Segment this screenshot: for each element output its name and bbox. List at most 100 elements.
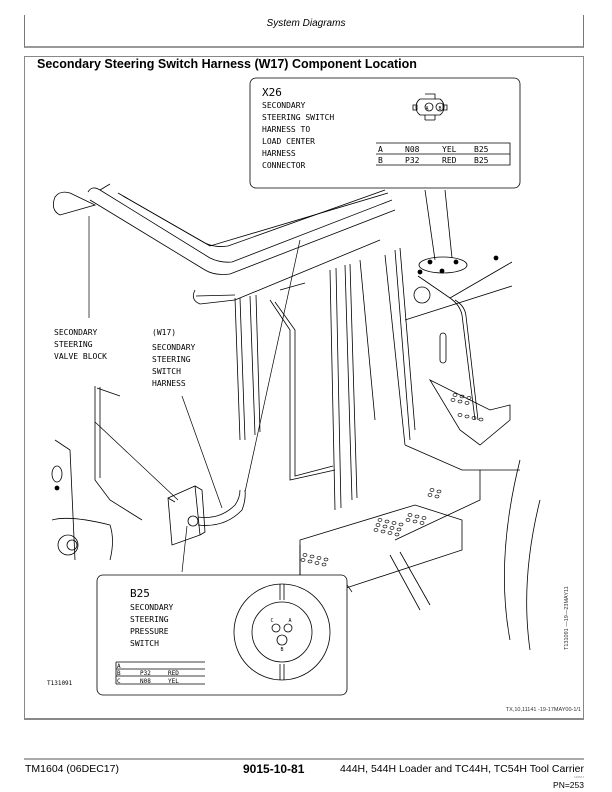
- leader-lines: [88, 216, 353, 593]
- step-dot: [429, 488, 435, 492]
- x26-pin-b: B: [438, 106, 441, 112]
- step-dot: [382, 524, 388, 529]
- step-dot: [427, 493, 433, 497]
- b25-pin-a: A: [288, 618, 291, 624]
- step-dot: [384, 519, 390, 524]
- step-dot: [321, 562, 327, 567]
- x26-line-6: CONNECTOR: [262, 161, 306, 170]
- cab-frame: [234, 247, 416, 511]
- x26-row: A N08 YEL B25: [378, 145, 489, 154]
- x26-row: B P32 RED B25: [378, 156, 489, 165]
- reference-code: TX,10,11141 -19-17MAY00-1/1: [505, 707, 581, 713]
- color: RED: [168, 670, 179, 677]
- color: YEL: [442, 145, 457, 154]
- b25-pin-c: C: [270, 618, 273, 624]
- step-dot: [302, 553, 308, 557]
- b25-row: B P32 RED: [117, 670, 179, 677]
- step-dot: [457, 399, 463, 404]
- wire: N08: [405, 145, 420, 154]
- step-dot: [464, 401, 470, 405]
- footer-pn: PN=253: [553, 780, 584, 790]
- step-dot: [375, 523, 381, 527]
- step-dot: [436, 489, 442, 494]
- label-line: (W17): [152, 328, 176, 337]
- x26-wire-table: A N08 YEL B25 B P32 RED B25: [378, 145, 489, 165]
- step-dot: [300, 558, 306, 562]
- harness-label: (W17) SECONDARY STEERING SWITCH HARNESS: [152, 328, 196, 388]
- x26-line-4: LOAD CENTER: [262, 137, 315, 146]
- footer-manual: TM1604 (06DEC17): [25, 763, 119, 775]
- x26-line-2: STEERING SWITCH: [262, 113, 334, 122]
- figure-id: T131091: [47, 680, 73, 687]
- step-dot: [419, 521, 425, 525]
- wire: N08: [140, 678, 151, 685]
- label-line: SWITCH: [130, 639, 159, 648]
- step-dot: [459, 394, 465, 399]
- exhaust-pipe: [404, 189, 513, 421]
- label-line: SWITCH: [152, 367, 181, 376]
- step-dots: [300, 393, 484, 567]
- step-dot: [307, 559, 313, 564]
- label-line: STEERING: [54, 340, 93, 349]
- step-dot: [394, 532, 400, 537]
- step-dot: [377, 518, 383, 522]
- figure-vertical-id: T131091 —19—23MAY11: [564, 586, 570, 650]
- step-dot: [373, 528, 379, 532]
- label-line: SECONDARY: [152, 343, 196, 352]
- label-line: STEERING: [130, 615, 169, 624]
- footer-rule: [24, 758, 584, 760]
- color: RED: [442, 156, 457, 165]
- header-frame: [24, 15, 584, 48]
- x26-callout-box: [249, 77, 521, 189]
- cab-roof: [52, 183, 396, 305]
- b25-pin-b: B: [280, 647, 283, 653]
- pin: A: [117, 663, 121, 670]
- pin: A: [378, 145, 383, 154]
- wire: P32: [405, 156, 420, 165]
- step-dot: [309, 554, 315, 559]
- x26-line-1: SECONDARY: [262, 101, 306, 110]
- step-dot: [405, 518, 411, 522]
- step-dot: [314, 561, 320, 565]
- header-title: System Diagrams: [266, 18, 346, 29]
- step-dot: [421, 516, 427, 520]
- b25-row: C N08 YEL: [117, 678, 179, 685]
- step-dot: [407, 513, 413, 517]
- label-line: HARNESS: [152, 379, 186, 388]
- valve-block-label: SECONDARY STEERING VALVE BLOCK: [54, 328, 107, 361]
- step-dot: [471, 416, 477, 420]
- step-dot: [380, 529, 386, 534]
- step-dot: [323, 557, 329, 562]
- b25-label: B25 SECONDARY STEERING PRESSURE SWITCH: [130, 587, 174, 648]
- footer-date-code: 120517: [573, 775, 584, 779]
- label-line: PRESSURE: [130, 627, 169, 636]
- step-dot: [396, 527, 402, 532]
- dest: B25: [474, 145, 489, 154]
- step-dot: [457, 413, 463, 417]
- valve-block-drawing: [167, 485, 246, 546]
- dest: B25: [474, 156, 489, 165]
- x26-line-3: HARNESS TO: [262, 125, 310, 134]
- b25-wire-table: A B P32 RED C N08 YEL: [117, 663, 179, 685]
- step-dot: [466, 396, 472, 400]
- x26-label: X26 SECONDARY STEERING SWITCH HARNESS TO…: [262, 86, 334, 170]
- label-line: STEERING: [152, 355, 191, 364]
- content-frame: [24, 56, 584, 720]
- step-dot: [464, 414, 470, 419]
- step-dot: [450, 398, 456, 402]
- step-dot: [478, 417, 484, 422]
- label-line: SECONDARY: [130, 603, 174, 612]
- side-panel: [51, 386, 143, 561]
- step-dot: [414, 514, 420, 519]
- pin: B: [117, 670, 121, 677]
- step-dot: [387, 531, 393, 535]
- x26-id: X26: [262, 86, 282, 99]
- color: YEL: [168, 678, 179, 685]
- footer-product: 444H, 544H Loader and TC44H, TC54H Tool …: [340, 763, 584, 775]
- label-line: VALVE BLOCK: [54, 352, 107, 361]
- b25-callout-box: [96, 574, 348, 696]
- step-dot: [389, 526, 395, 530]
- step-dot: [391, 521, 397, 525]
- b25-row: A: [117, 663, 121, 670]
